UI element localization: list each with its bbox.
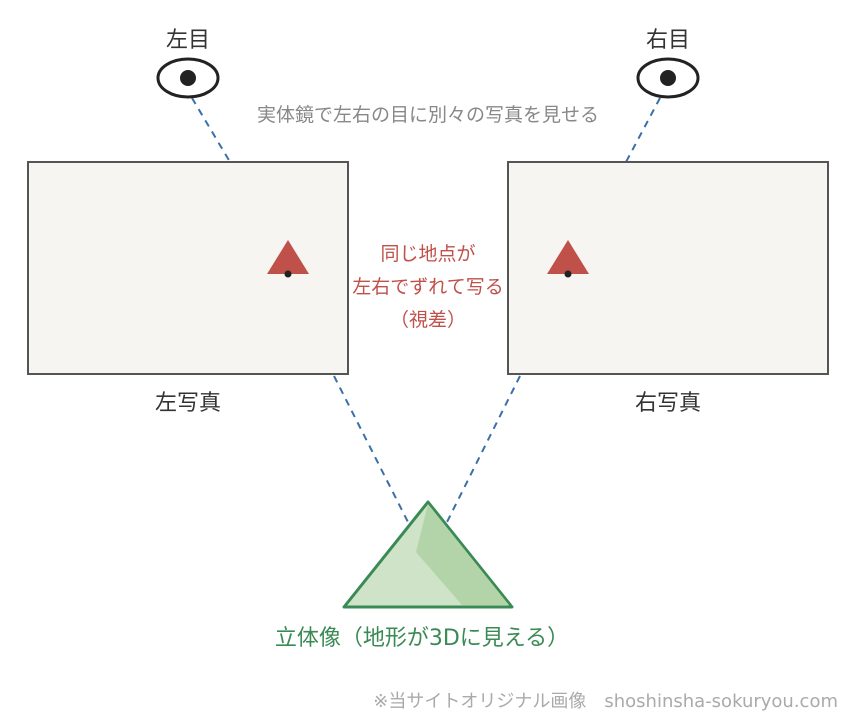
left-eye [156,57,220,99]
parallax-note-line-1: 同じ地点が [380,243,475,265]
left-eye-label: 左目 [166,28,210,53]
left-photo-marker [267,240,309,278]
mountain-shaded-face [416,504,509,605]
triangle-marker-icon [547,240,589,274]
right-photo-to-model-line [445,375,521,525]
point-dot [284,270,292,278]
image-credit: ※当サイトオリジナル画像 shoshinsha-sokuryou.com [373,691,838,712]
parallax-note-line-3: （視差） [390,309,466,331]
right-photo-marker [547,240,589,278]
left-photo-label: 左写真 [155,391,221,416]
right-eye [636,57,700,99]
triangle-marker-icon [267,240,309,274]
parallax-note-line-2: 左右でずれて写る [352,276,503,298]
left-eye-sight-line [191,97,231,163]
stereo-model-label: 立体像（地形が3Dに見える） [275,626,569,651]
pupil [660,70,676,86]
pupil [180,70,196,86]
sight-lines [191,97,661,527]
point-dot [564,270,572,278]
stereoscope-caption: 実体鏡で左右の目に別々の写真を見せる [257,104,599,126]
stereo-model-mountain [342,500,514,609]
right-eye-label: 右目 [646,28,690,53]
left-photo-to-model-line [333,375,411,527]
right-eye-sight-line [625,97,661,163]
right-photo-label: 右写真 [635,391,701,416]
